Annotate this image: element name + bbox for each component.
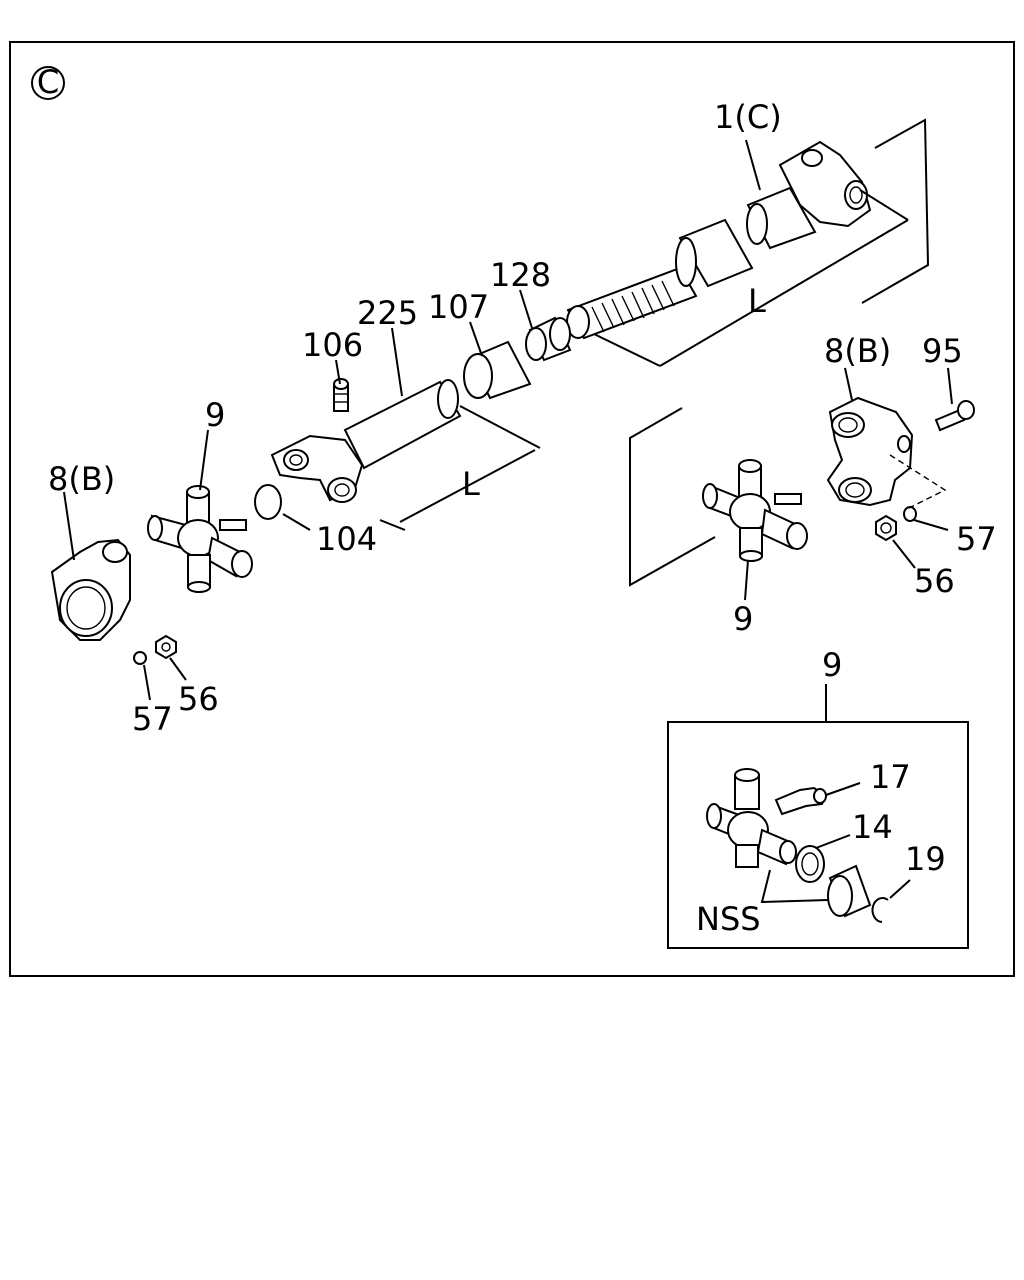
label-grease-fitting-106: 106 [302,326,363,364]
nut-56-left [155,634,177,660]
kit-seal [795,845,825,883]
label-yoke-8b-left: 8(B) [48,460,115,498]
spline-length-dimension [593,189,909,367]
plug-104 [254,484,282,520]
label-plug-104: 104 [316,520,377,558]
tube-length-dimension [379,405,541,531]
label-kit-9: 9 [822,646,842,684]
kit-bearing-cup [827,864,872,918]
view-marker: C [31,63,65,101]
label-sleeve-107: 107 [428,288,489,326]
label-nut-56-left: 56 [178,680,219,718]
kit-cross [706,768,797,868]
flange-yoke-left [50,538,131,641]
flange-yoke-right [826,396,914,507]
universal-joint-cross-left [147,485,253,593]
bushing-128 [525,316,572,362]
label-kit-seal-14: 14 [852,808,893,846]
washer-57-right [903,506,917,522]
label-bolt-95: 95 [922,332,963,370]
label-tube-225: 225 [357,294,418,332]
slip-yoke-shaft [566,140,872,340]
universal-joint-cross-right [702,459,808,562]
washer-57-left [133,651,147,665]
label-nut-56-right: 56 [914,562,955,600]
label-washer-57-left: 57 [132,700,173,738]
kit-snap-ring [871,897,889,923]
nut-56-right [875,514,897,542]
label-bushing-128: 128 [490,256,551,294]
label-kit-fitting-17: 17 [870,758,911,796]
sleeve-107 [463,340,532,400]
diagram-frame [9,41,1015,977]
label-spline-length: L [748,282,766,320]
kit-nss-leaders [760,869,829,904]
label-cross-9-right: 9 [733,600,753,638]
label-shaft-1c: 1(C) [714,98,782,136]
label-washer-57-right: 57 [956,520,997,558]
tube-yoke-225 [270,379,462,503]
right-bracket-lines [629,118,930,587]
kit-grease-fitting [774,786,828,816]
bolt-95 [934,400,975,432]
label-tube-length: L [462,465,480,503]
label-cross-9-left: 9 [205,396,225,434]
grease-fitting-106 [333,378,349,412]
kit-box [667,721,969,949]
view-marker-letter: C [37,63,59,101]
label-yoke-8b-right: 8(B) [824,332,891,370]
leader-lines [63,139,953,899]
right-yoke-dashed-guide [889,454,947,511]
label-kit-nss: NSS [696,900,761,938]
label-kit-snap-ring-19: 19 [905,840,946,878]
